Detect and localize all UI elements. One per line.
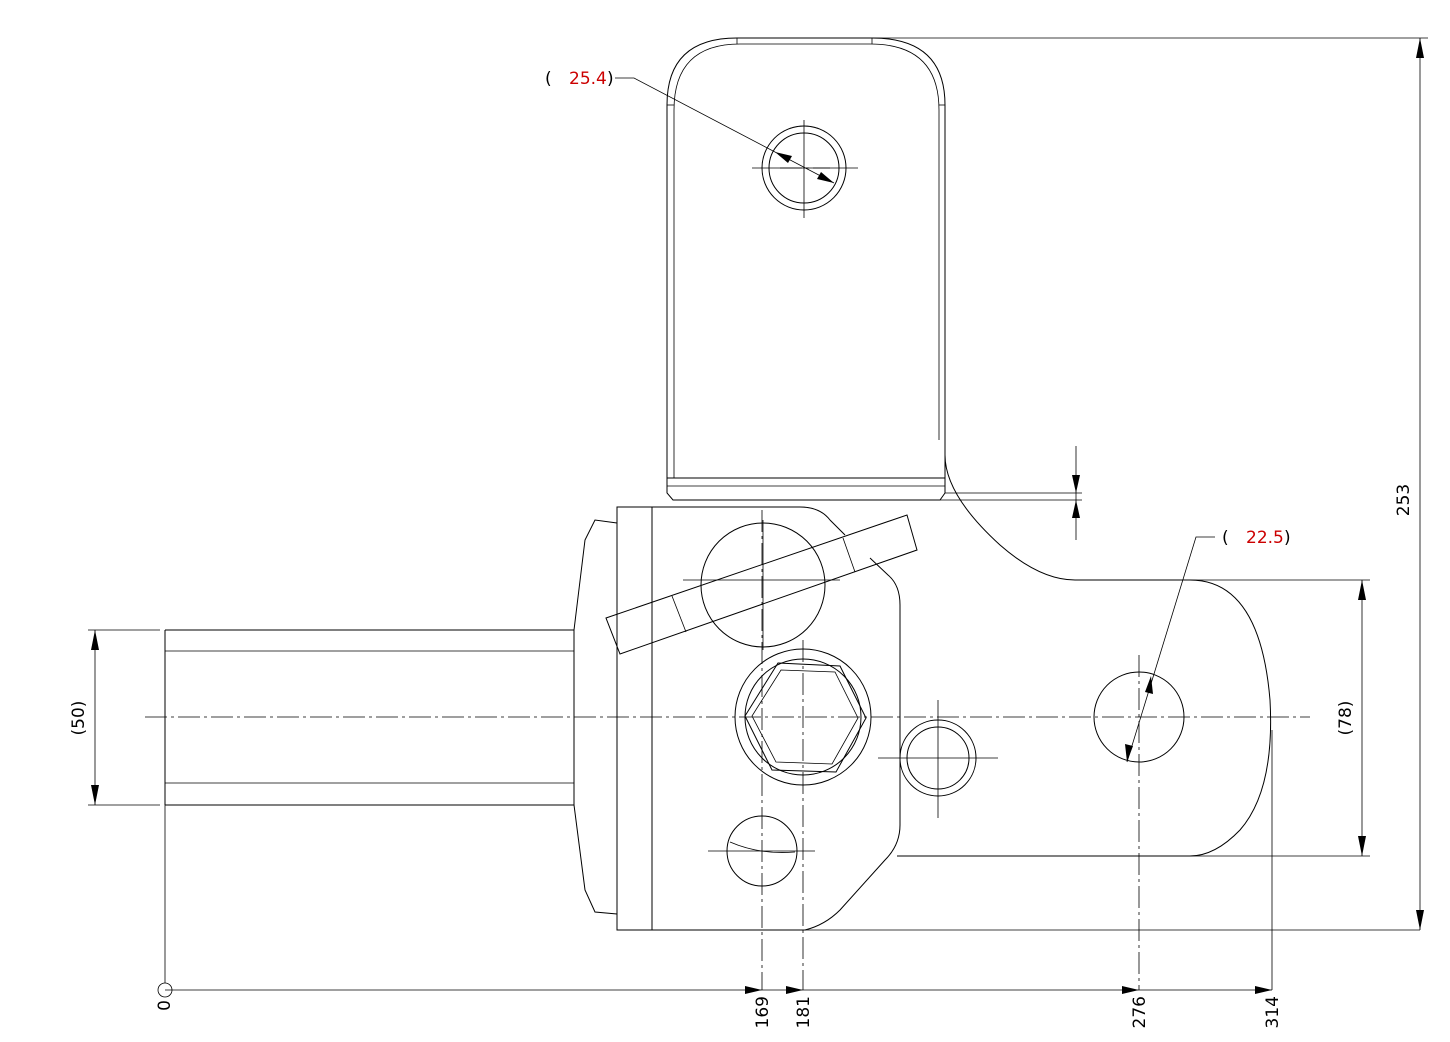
dimension-labels: 0 169 181 276 314 253 (78) (50) ( 25.4 )… (69, 69, 1414, 1028)
centerlines (145, 167, 1310, 990)
label-hole-top-value: 25.4 (569, 69, 607, 89)
label-hole-right-open: ( (1222, 528, 1229, 548)
label-hole-top-open: ( (545, 69, 552, 89)
main-body (573, 454, 1420, 931)
label-ordinate-314: 314 (1263, 996, 1283, 1028)
label-hole-right-close: ) (1284, 528, 1291, 548)
label-ordinate-276: 276 (1130, 996, 1150, 1028)
tube (164, 629, 574, 806)
label-plate-height: (78) (1336, 701, 1356, 736)
label-hole-right-value: 22.5 (1246, 528, 1284, 548)
label-overall-height: 253 (1394, 484, 1414, 516)
dimension-lines (88, 37, 1428, 998)
label-ordinate-0: 0 (155, 1000, 175, 1011)
label-tube-height: (50) (69, 701, 89, 736)
top-bracket (666, 37, 946, 501)
label-ordinate-169: 169 (753, 996, 773, 1028)
tilted-bar (605, 514, 918, 655)
label-hole-top-close: ) (607, 69, 614, 89)
label-ordinate-181: 181 (794, 996, 814, 1028)
